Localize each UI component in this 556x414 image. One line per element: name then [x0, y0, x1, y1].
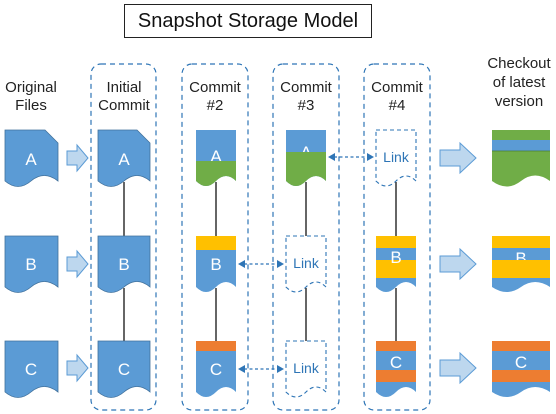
commit2-file-c: C [196, 341, 236, 397]
commit2-file-a: A [196, 130, 236, 186]
header-commit3-line2: #3 [298, 97, 315, 114]
arrow-right-icon [439, 351, 477, 385]
commit4-file-c: C [376, 341, 416, 397]
commit3-link-b: Link [285, 235, 327, 293]
original-file-c-label: C [25, 360, 37, 379]
header-checkout-line1: Checkout [487, 55, 551, 72]
link-arrow-c [238, 365, 284, 373]
original-file-b: B [4, 235, 59, 293]
commit2-file-c-label: C [210, 360, 222, 379]
initial-file-c: C [97, 340, 151, 398]
checkout-file-b: B [492, 236, 550, 292]
commit-3-frame [272, 63, 340, 411]
initial-file-a-label: A [118, 150, 130, 169]
commit3-file-a: A [286, 130, 326, 186]
checkout-file-c: C [492, 341, 550, 397]
initial-commit-frame [90, 63, 157, 411]
commit4-link-a-label: Link [383, 149, 410, 165]
header-initial-line1: Initial [106, 79, 141, 96]
header-checkout-line3: version [495, 93, 543, 110]
original-file-a-label: A [25, 150, 37, 169]
header-commit2-line1: Commit [189, 79, 241, 96]
header-commit3-line1: Commit [280, 79, 332, 96]
checkout-file-a [492, 130, 550, 187]
header-initial-line2: Commit [98, 97, 150, 114]
commit3-link-c-label: Link [293, 360, 320, 376]
original-file-b-label: B [25, 255, 36, 274]
initial-file-c-label: C [118, 360, 130, 379]
arrow-right-icon [439, 141, 477, 175]
header-original-line1: Original [5, 79, 57, 96]
original-file-c: C [4, 340, 59, 398]
commit4-file-c-label: C [390, 353, 402, 372]
arrow-right-icon [439, 247, 477, 281]
checkout-file-c-label: C [515, 353, 527, 372]
commit-4-frame [363, 63, 431, 411]
commit2-file-b-label: B [210, 255, 221, 274]
header-commit4-line1: Commit [371, 79, 423, 96]
initial-file-b: B [97, 235, 151, 293]
commit3-link-b-label: Link [293, 255, 320, 271]
commit3-link-c: Link [285, 340, 327, 398]
commit-2-frame [181, 63, 249, 411]
commit4-link-a: Link [375, 129, 417, 187]
link-arrow-b [238, 260, 284, 268]
header-commit2-line2: #2 [207, 97, 224, 114]
original-file-a: A [4, 129, 59, 187]
title-box: Snapshot Storage Model [124, 4, 372, 38]
arrow-right-icon [66, 249, 89, 279]
header-checkout-line2: of latest [493, 74, 546, 91]
header-original-line2: Files [15, 97, 47, 114]
arrow-right-icon [66, 143, 89, 173]
initial-file-a: A [97, 129, 151, 187]
commit4-file-b-label: B [390, 248, 401, 267]
link-arrow-a [328, 153, 374, 161]
initial-file-b-label: B [118, 255, 129, 274]
diagram-title: Snapshot Storage Model [137, 9, 359, 32]
checkout-file-b-label: B [515, 249, 526, 268]
arrow-right-icon [66, 353, 89, 383]
commit4-file-b: B [376, 236, 416, 292]
header-commit4-line2: #4 [389, 97, 406, 114]
